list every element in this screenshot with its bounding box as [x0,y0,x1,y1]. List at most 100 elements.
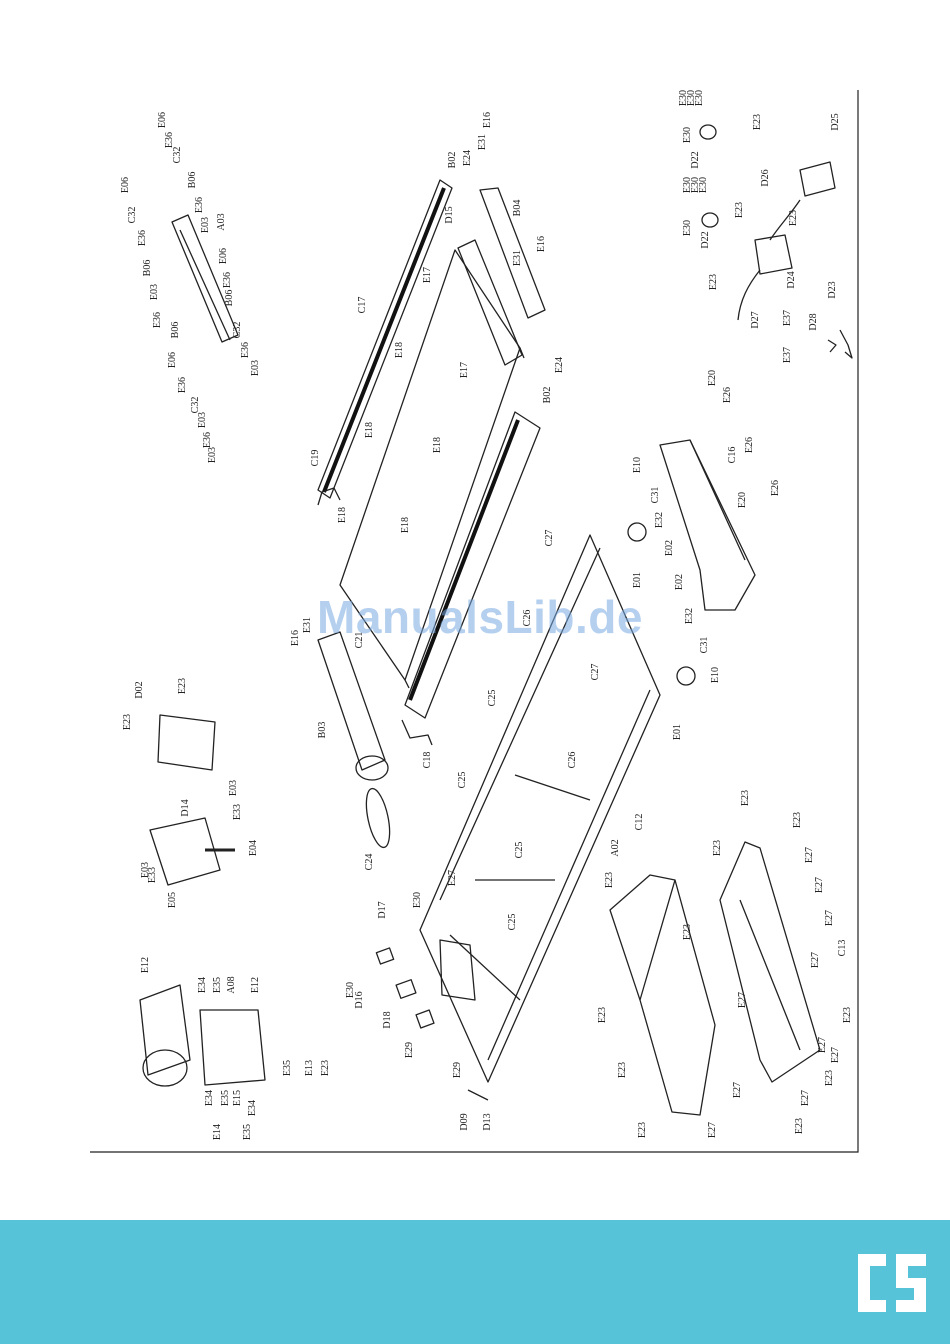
part-label-c25: C25 [487,690,498,707]
part-label-e16: E16 [536,236,547,252]
part-label-e35: E35 [242,1124,253,1140]
part-label-c24: C24 [364,854,375,871]
part-label-e36: E36 [137,230,148,246]
base-cover-c13-inner [739,899,801,1051]
part-label-e23: E23 [320,1060,331,1076]
part-label-e01: E01 [632,572,643,588]
part-label-e30: E30 [682,127,693,143]
part-label-e30: E30 [694,90,705,106]
part-label-e36: E36 [177,377,188,393]
part-label-e24: E24 [554,357,565,373]
part-d18 [415,1009,435,1029]
footer-band [0,1220,950,1344]
part-label-e10: E10 [632,457,643,473]
part-label-a08: A08 [226,976,237,993]
watermark: ManualsLib.de [317,591,643,643]
part-label-c26: C26 [522,610,533,627]
part-label-e17: E17 [422,267,433,283]
part-label-c27: C27 [590,664,601,681]
part-label-e23: E23 [617,1062,628,1078]
part-label-d02: D02 [134,681,145,698]
front-roller [479,187,546,319]
part-label-e27: E27 [800,1090,811,1106]
part-label-e34: E34 [197,977,208,993]
part-label-e16: E16 [482,112,493,128]
power-cord-d27 [737,269,761,321]
part-label-d27: D27 [750,311,761,328]
part-label-e23: E23 [734,202,745,218]
part-label-e03: E03 [200,217,211,233]
part-label-e29: E29 [452,1062,463,1078]
part-label-e30: E30 [698,177,709,193]
diagram-frame [90,90,859,1153]
part-label-e03: E03 [149,284,160,300]
bracket-c19 [317,487,341,506]
side-rail-top-stripe [322,187,446,493]
switch-d28 [827,339,837,353]
power-cord-d26 [769,199,801,241]
bracket-a03 [171,214,239,343]
part-label-e23: E23 [740,790,751,806]
belt-roller [457,239,523,366]
part-label-c25: C25 [507,914,518,931]
side-rail-bottom [404,411,541,719]
part-label-e23: E23 [842,1007,853,1023]
part-label-e24: E24 [462,150,473,166]
part-label-e23: E23 [712,840,723,856]
part-label-e01: E01 [672,724,683,740]
part-label-e27: E27 [447,870,458,886]
part-label-e18: E18 [364,422,375,438]
part-label-e27: E27 [804,847,815,863]
part-label-e12: E12 [140,957,151,973]
part-label-e16: E16 [290,630,301,646]
part-label-d22: D22 [700,231,711,248]
part-label-d18: D18 [382,1011,393,1028]
part-label-e36: E36 [164,132,175,148]
incline-motor-d14 [149,817,221,886]
part-label-d26: D26 [760,169,771,186]
part-label-e05: E05 [167,892,178,908]
part-label-e27: E27 [707,1122,718,1138]
part-label-d22: D22 [690,151,701,168]
part-label-e31: E31 [512,250,523,266]
part-label-e23: E23 [122,714,133,730]
part-label-e36: E36 [222,272,233,288]
part-label-e17: E17 [459,362,470,378]
switch-d23 [839,329,853,359]
part-label-e23: E23 [752,114,763,130]
part-label-e27: E27 [830,1047,841,1063]
part-label-e15: E15 [232,1090,243,1106]
part-label-e36: E36 [202,432,213,448]
part-label-e18: E18 [400,517,411,533]
part-label-e02: E02 [674,574,685,590]
part-label-c27: C27 [544,530,555,547]
part-label-e27: E27 [817,1037,828,1053]
transformer-d25 [799,161,836,197]
part-label-d24: D24 [786,271,797,288]
part-label-e34: E34 [247,1100,258,1116]
part-label-e10: E10 [710,667,721,683]
drive-belt [365,787,391,849]
part-label-e23: E23 [792,812,803,828]
part-label-e27: E27 [814,877,825,893]
part-label-e23: E23 [824,1070,835,1086]
part-d22-top [699,124,717,140]
frame-rail-1 [439,547,601,901]
wheel-c31-bottom [676,666,696,686]
part-label-d17: D17 [377,901,388,918]
frame-rail-2 [487,689,651,1061]
part-label-e03: E03 [140,862,151,878]
part-label-e23: E23 [597,1007,608,1023]
bracket-a03-inner [179,229,231,341]
part-label-e33: E33 [232,804,243,820]
hood-c12-edge [639,879,676,1001]
part-label-d14: D14 [180,799,191,816]
part-label-a02: A02 [610,839,621,856]
part-label-e37: E37 [782,310,793,326]
part-label-a03: A03 [216,213,227,230]
part-label-e03: E03 [250,360,261,376]
side-rail-top [317,179,453,499]
part-label-e35: E35 [212,977,223,993]
part-label-b04: B04 [512,200,523,217]
